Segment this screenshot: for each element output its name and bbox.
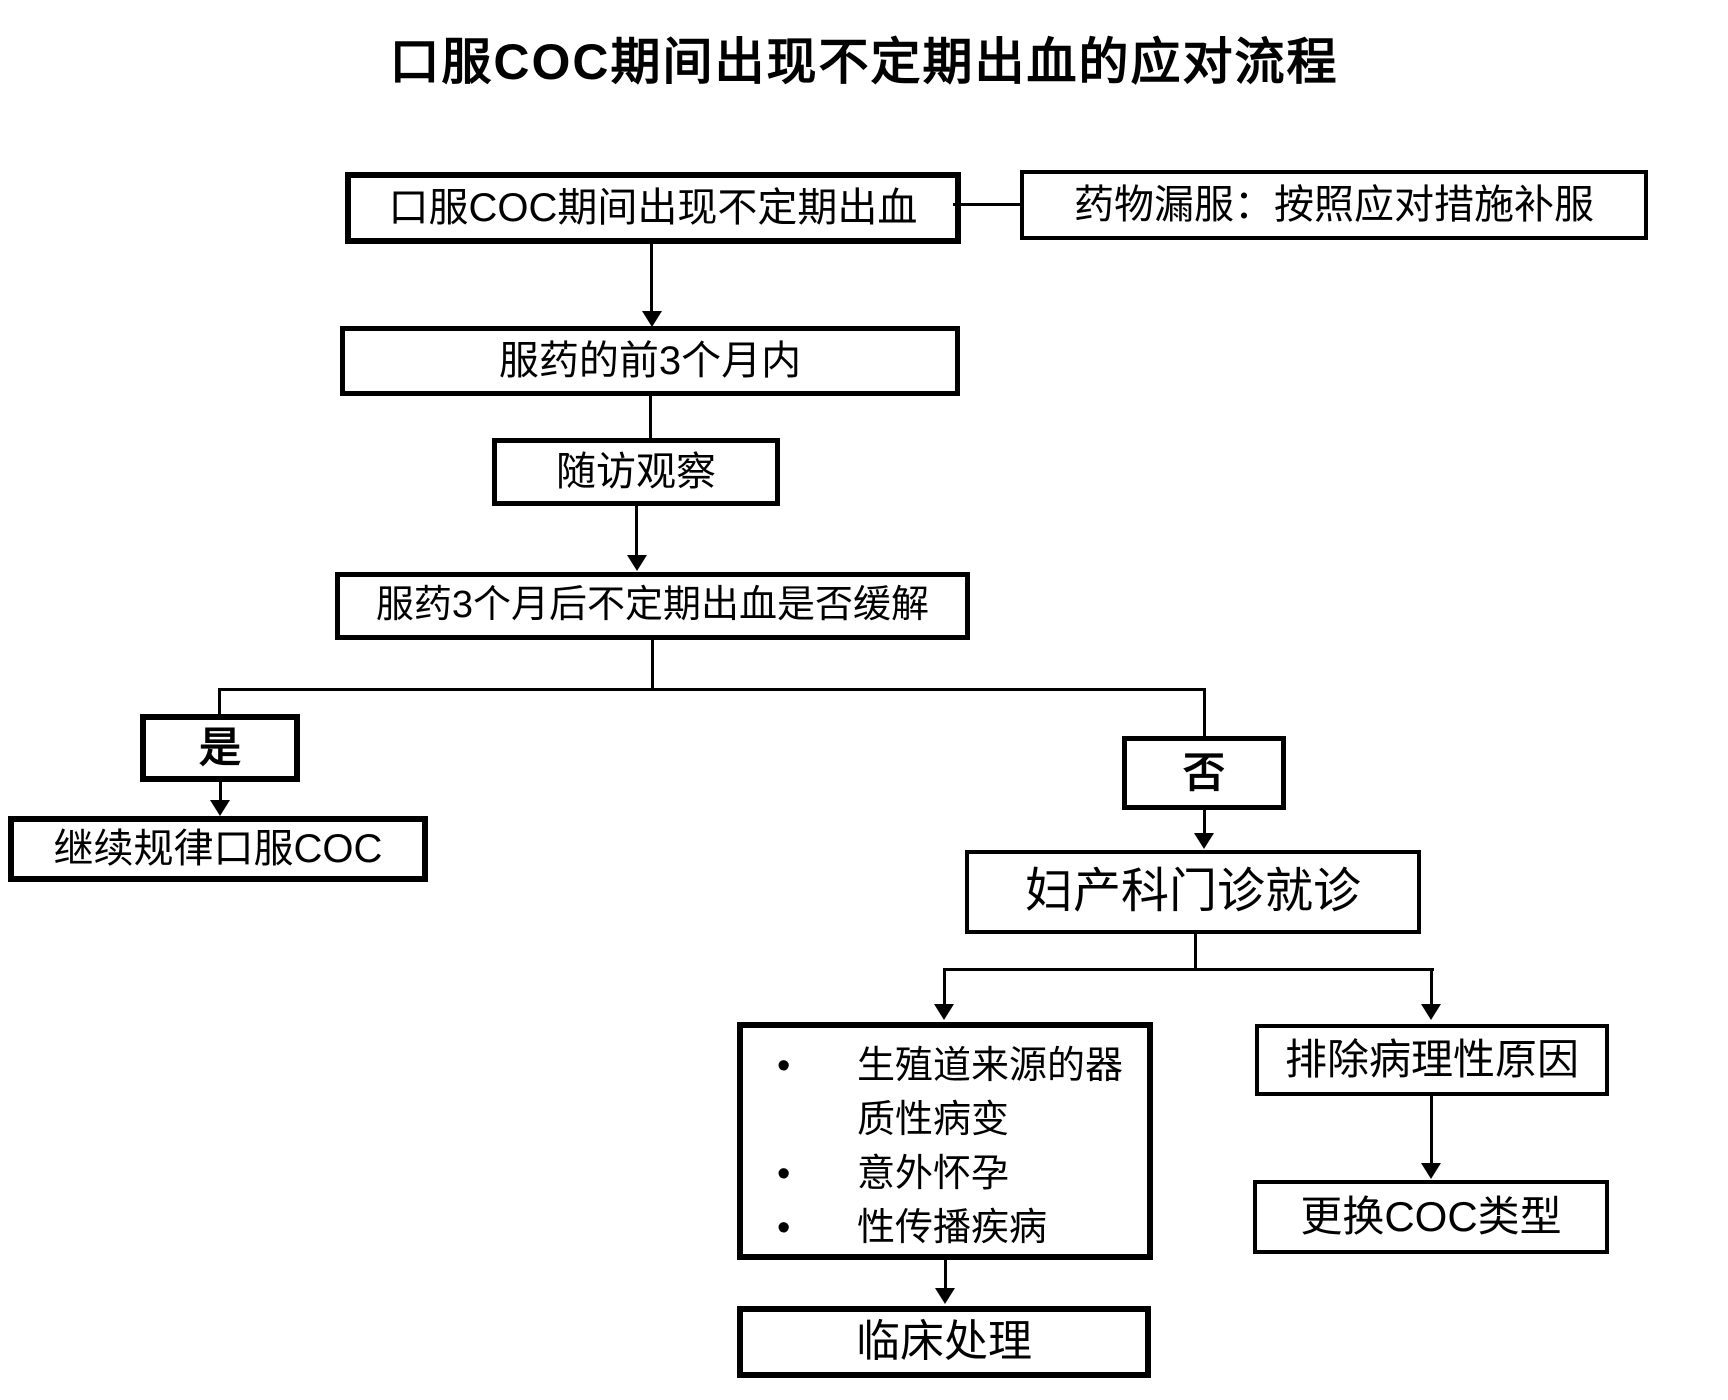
connector-exclude-to-change xyxy=(1430,1096,1433,1166)
node-no: 否 xyxy=(1122,736,1286,810)
cause-std: 性传播疾病 xyxy=(857,1206,1048,1249)
node-follow-up-label: 随访观察 xyxy=(556,450,716,494)
node-clinical-management: 临床处理 xyxy=(737,1306,1151,1378)
arrow-down-head-exclude xyxy=(1421,1004,1441,1020)
node-gyn-clinic-label: 妇产科门诊就诊 xyxy=(1024,865,1361,919)
connector-gyn-branch xyxy=(943,968,1434,971)
arrow-down-head-clinical xyxy=(935,1288,955,1304)
connector-branch-to-causes xyxy=(943,968,946,1006)
node-continue-coc-label: 继续规律口服COC xyxy=(53,827,383,871)
node-start-label: 口服COC期间出现不定期出血 xyxy=(388,186,918,230)
bullet-icon: • xyxy=(777,1206,791,1249)
connector-branch-to-exclude xyxy=(1430,968,1433,1006)
list-item: • 意外怀孕 xyxy=(777,1148,1131,1202)
node-clinical-management-label: 临床处理 xyxy=(856,1316,1032,1366)
connector-yes-to-continue xyxy=(219,782,222,802)
connector-gyn-stub xyxy=(1194,934,1197,970)
arrow-down-head-decision xyxy=(627,555,647,571)
connector-branch-to-yes xyxy=(218,688,221,716)
cause-unintended-pregnancy: 意外怀孕 xyxy=(857,1152,1010,1195)
node-yes: 是 xyxy=(140,714,300,782)
connector-causes-to-clinical xyxy=(944,1260,947,1288)
arrow-down-head-continue xyxy=(210,800,230,816)
node-continue-coc: 继续规律口服COC xyxy=(8,816,428,882)
node-no-label: 否 xyxy=(1182,748,1225,796)
node-exclude-pathological: 排除病理性原因 xyxy=(1255,1024,1609,1096)
connector-decision-stub xyxy=(651,640,654,688)
connector-no-to-gyn xyxy=(1203,810,1206,835)
node-first-3-months-label: 服药的前3个月内 xyxy=(498,339,802,383)
connector-first3-to-followup xyxy=(649,396,652,438)
connector-branch-to-no xyxy=(1203,688,1206,738)
arrow-down-head-first3 xyxy=(642,311,662,327)
arrow-down-head-gyn xyxy=(1194,833,1214,849)
node-change-coc-label: 更换COC类型 xyxy=(1300,1192,1562,1240)
connector-decision-branch xyxy=(218,688,1206,691)
arrow-down-head-change xyxy=(1421,1163,1441,1179)
arrow-down-head-causes xyxy=(934,1004,954,1020)
cause-organic-lesion: 生殖道来源的器质性病变 xyxy=(857,1045,1124,1141)
node-exclude-pathological-label: 排除病理性原因 xyxy=(1284,1035,1579,1083)
connector-start-to-missed-dose xyxy=(953,203,1020,206)
node-decision-label: 服药3个月后不定期出血是否缓解 xyxy=(375,584,930,627)
node-yes-label: 是 xyxy=(198,723,241,771)
node-change-coc: 更换COC类型 xyxy=(1253,1180,1609,1254)
connector-followup-to-decision xyxy=(635,506,638,556)
bullet-icon: • xyxy=(777,1152,791,1195)
node-start: 口服COC期间出现不定期出血 xyxy=(345,172,961,244)
node-gyn-clinic: 妇产科门诊就诊 xyxy=(965,850,1421,934)
node-missed-dose: 药物漏服：按照应对措施补服 xyxy=(1020,170,1648,240)
list-item: • 性传播疾病 xyxy=(777,1202,1131,1256)
node-decision: 服药3个月后不定期出血是否缓解 xyxy=(335,572,970,640)
node-first-3-months: 服药的前3个月内 xyxy=(340,326,960,396)
node-follow-up: 随访观察 xyxy=(492,438,780,506)
node-missed-dose-label: 药物漏服：按照应对措施补服 xyxy=(1074,183,1594,227)
list-item: • 生殖道来源的器质性病变 xyxy=(777,1040,1131,1148)
bullet-icon: • xyxy=(777,1045,791,1087)
flowchart-title: 口服COC期间出现不定期出血的应对流程 xyxy=(389,34,1339,90)
connector-start-to-first3 xyxy=(650,244,653,312)
node-possible-causes: • 生殖道来源的器质性病变 • 意外怀孕 • 性传播疾病 xyxy=(737,1022,1153,1260)
